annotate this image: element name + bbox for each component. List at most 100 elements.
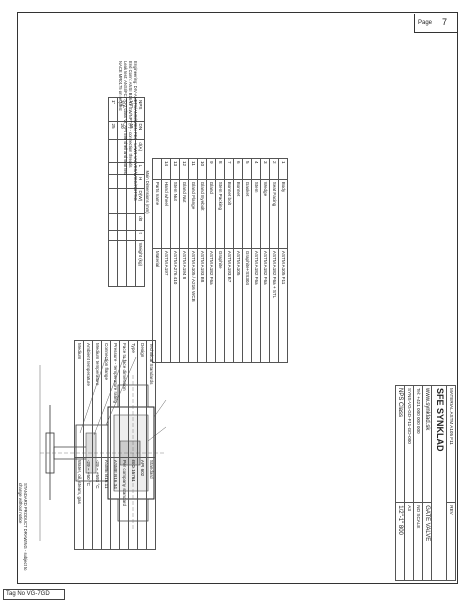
bom-cell: 13 [170, 158, 180, 180]
dimensions-title: Main Dimensions (mm) [145, 170, 150, 214]
bom-cell: Hand wheel [161, 179, 171, 249]
bom-cell: Bonnet [233, 179, 243, 249]
bom-cell: 12 [179, 158, 189, 180]
material-label: MATERIAL ASTM A105 F11 [446, 385, 456, 503]
dimension-cell [108, 139, 118, 163]
dimension-cell [108, 174, 118, 188]
standards-cell: Face to face dimension [119, 340, 129, 458]
nps-class-value: 1/2"-1" 800 [395, 502, 405, 581]
bom-cell: ASTM A105 / A216 WCB [188, 248, 198, 363]
bom-cell: 9 [206, 158, 216, 180]
bom-cell: Wedge [260, 179, 270, 249]
scale-label: NO SCALE [413, 502, 423, 581]
bom-cell [152, 158, 162, 180]
paper-size: A3 [404, 502, 414, 581]
bom-cell: Graphite+SS304 [242, 248, 252, 363]
bom-cell: ASTM A105 F11 [278, 248, 288, 363]
bom-cell: 5 [242, 158, 252, 180]
bom-cell: Gland Flange [188, 179, 198, 249]
standards-cell: ASME B16.34 [110, 457, 120, 550]
product-name: GATE VALVE [422, 502, 432, 581]
title-block: MATERIAL ASTM A105 F11 REV SFE SYNKLAD w… [356, 385, 456, 581]
page-label: Page [418, 20, 433, 26]
standards-cell: Per company standard [119, 457, 129, 550]
bom-cell: 2 [269, 158, 279, 180]
bom-cell: ASTM A193 B7 [224, 248, 234, 363]
standards-cell: Type [128, 340, 138, 458]
dimension-cell [108, 240, 118, 287]
page-box: Page 7 [414, 14, 457, 33]
bom-cell: 1 [278, 158, 288, 180]
standards-cell: Medium [74, 340, 84, 458]
bom-cell: 14 [161, 158, 171, 180]
standards-row: Ambient temperature-29 ~ +50 °C [83, 340, 93, 550]
bom-cell: 4 [251, 158, 261, 180]
bom-cell: Seat Facing [269, 179, 279, 249]
dimension-cell [108, 213, 118, 231]
standards-cell: API 602 [137, 457, 147, 550]
bom-cell: Gland Nut [179, 179, 189, 249]
bom-cell: ASTM A182 F6a [251, 248, 261, 363]
standards-cell: Design [137, 340, 147, 458]
bom-cell: ASTM A105 [233, 248, 243, 363]
bom-cell: ASTM A182 F6a [206, 248, 216, 363]
dimension-cell [108, 162, 118, 175]
standards-row: Medium temperature-29 ~ +593 °C [92, 340, 102, 550]
bom-cell: 8 [215, 158, 225, 180]
bom-cell: Gasket [242, 179, 252, 249]
bom-cell: Gland Eyebolt [197, 179, 207, 249]
standards-cell: Connection flange [101, 340, 111, 458]
standards-cell: ISO 15761 [128, 457, 138, 550]
bom-cell: 7 [224, 158, 234, 180]
note-line: Engineering: DIV-ANETS/ANSI/WIEN FE6 - L… [133, 61, 138, 201]
dimension-cell: 25 [108, 121, 118, 140]
standards-cell: Pressure - temperature rating [110, 340, 120, 458]
note-line: Leak test: ANSI/FCI 70-2 class VI, API 5… [123, 61, 128, 176]
bom-cell: 6 [233, 158, 243, 180]
standards-cell: Ambient temperature [83, 340, 93, 458]
bom-cell: Bonnet bolt [224, 179, 234, 249]
website: www.synklad.sk [422, 385, 432, 503]
standards-header: Technical Standards [146, 340, 156, 458]
notes-block: Engineering: DIV-ANETS/ANSI/WIEN FE6 - L… [118, 61, 138, 361]
standards-cell: -29 ~ +593 °C [92, 457, 102, 550]
bom-cell: Stem Nut [170, 179, 180, 249]
bom-cell: Stem [251, 179, 261, 249]
bom-cell: Parts name [152, 179, 162, 249]
phone: Tel: +421 000 000 000 [413, 385, 423, 503]
standards-cell: ASME B16.11 [101, 457, 111, 550]
bom-cell: ASTM A182 F6a [260, 248, 270, 363]
bom-cell: ASTM A193 B8 [197, 248, 207, 363]
tag-no: Tag No VG-7GD [3, 589, 65, 600]
bottom-bar: Tag No VG-7GD [0, 586, 464, 600]
standards-cell: Water, oil, steam, gas [74, 457, 84, 550]
dimension-cell: 1" [108, 97, 118, 121]
bom-cell: Gland [206, 179, 216, 249]
standards-cell: -29 ~ +50 °C [83, 457, 93, 550]
bom-cell: 10 [197, 158, 207, 180]
bom-cell: Graphite [215, 248, 225, 363]
bom-cell: 11 [188, 158, 198, 180]
